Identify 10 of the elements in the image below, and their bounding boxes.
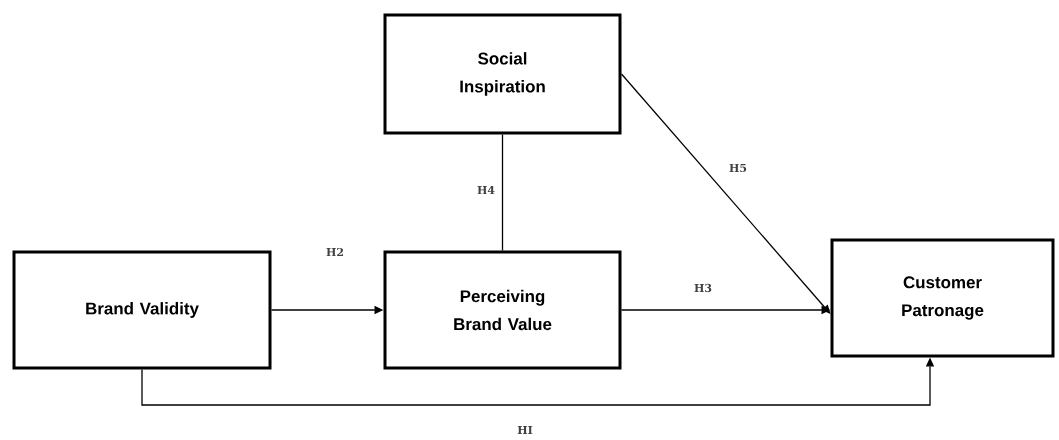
edge-label: H2 <box>326 247 343 257</box>
edge-label: HI <box>517 426 533 434</box>
edge-label: H3 <box>694 283 712 293</box>
construct-box: Perceiving Brand Value <box>383 250 622 370</box>
construct-box: Social Inspiration <box>383 13 622 135</box>
construct-box: Customer Patronage <box>830 238 1055 358</box>
construct-box: Brand Validity <box>12 250 272 370</box>
arrow <box>620 73 831 314</box>
edge-label: H5 <box>729 163 747 173</box>
edge-label: H4 <box>477 185 495 195</box>
